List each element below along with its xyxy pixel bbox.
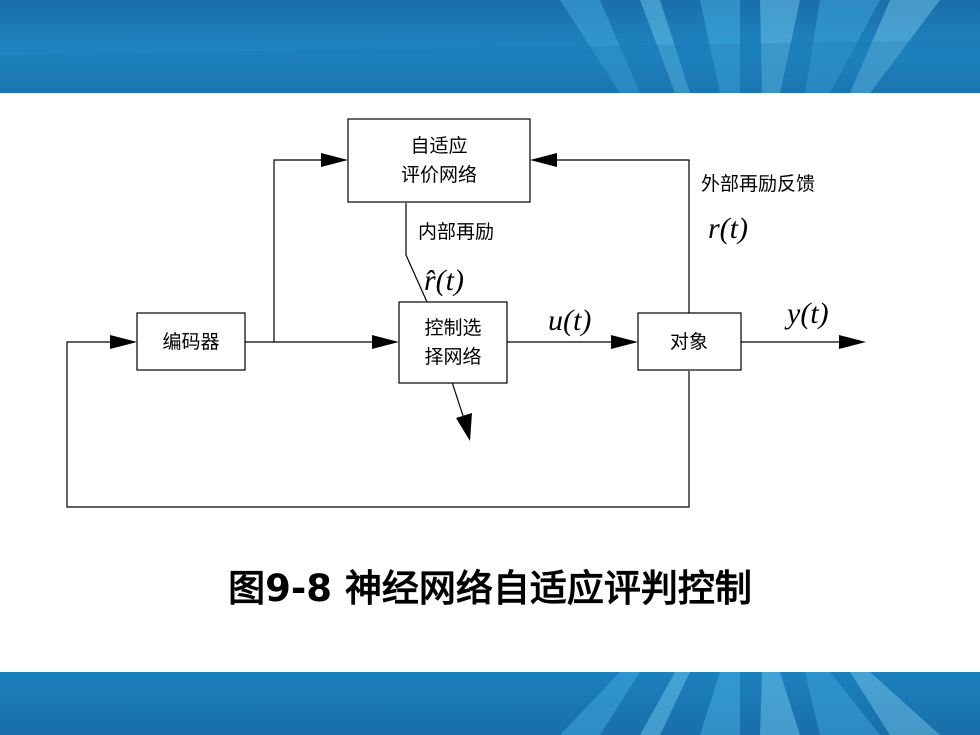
arrowhead-critic-in	[321, 153, 348, 167]
critic-label-line2: 评价网络	[401, 164, 477, 186]
arrowhead-output	[839, 335, 866, 349]
figure-caption: 图9-8 神经网络自适应评判控制	[228, 567, 752, 610]
controller-label-line1: 控制选	[424, 317, 481, 339]
output-signal-symbol: y(t)	[784, 297, 829, 330]
block-diagram: 编码器 自适应 评价网络 控制选 择网络 对象 内部再励 r̂(t) 外部再励反…	[66, 118, 866, 508]
feedback-loop-wire	[66, 341, 690, 508]
arrowhead-exploration	[456, 413, 472, 441]
exploration-wire	[451, 381, 466, 423]
arrowhead-plant-in	[611, 335, 638, 349]
top-decorative-band	[0, 0, 980, 93]
control-signal-symbol: u(t)	[548, 304, 591, 337]
internal-reinforcement-symbol: r̂(t)	[424, 264, 464, 297]
encoder-label: 编码器	[162, 331, 219, 353]
arrowhead-controller-in	[372, 335, 399, 349]
top-band-rays	[0, 0, 980, 93]
internal-reinforcement-label: 内部再励	[418, 221, 494, 243]
controller-network-block	[398, 301, 508, 384]
critic-network-block	[347, 118, 531, 203]
plant-block	[637, 312, 742, 371]
plant-label: 对象	[670, 331, 708, 353]
bottom-band-rays	[560, 672, 940, 735]
critic-label-line1: 自适应	[410, 135, 467, 157]
encoder-to-critic-wire	[273, 159, 333, 342]
external-feedback-label: 外部再励反馈	[701, 173, 815, 195]
arrowhead-critic-feedback-in	[530, 153, 557, 167]
controller-label-line2: 择网络	[424, 346, 481, 368]
external-feedback-symbol: r(t)	[708, 212, 748, 245]
external-feedback-wire	[552, 159, 690, 313]
bottom-decorative-band	[0, 672, 980, 735]
arrowhead-encoder-in	[110, 335, 137, 349]
internal-reinforcement-wire	[405, 203, 428, 303]
encoder-block	[136, 312, 246, 371]
